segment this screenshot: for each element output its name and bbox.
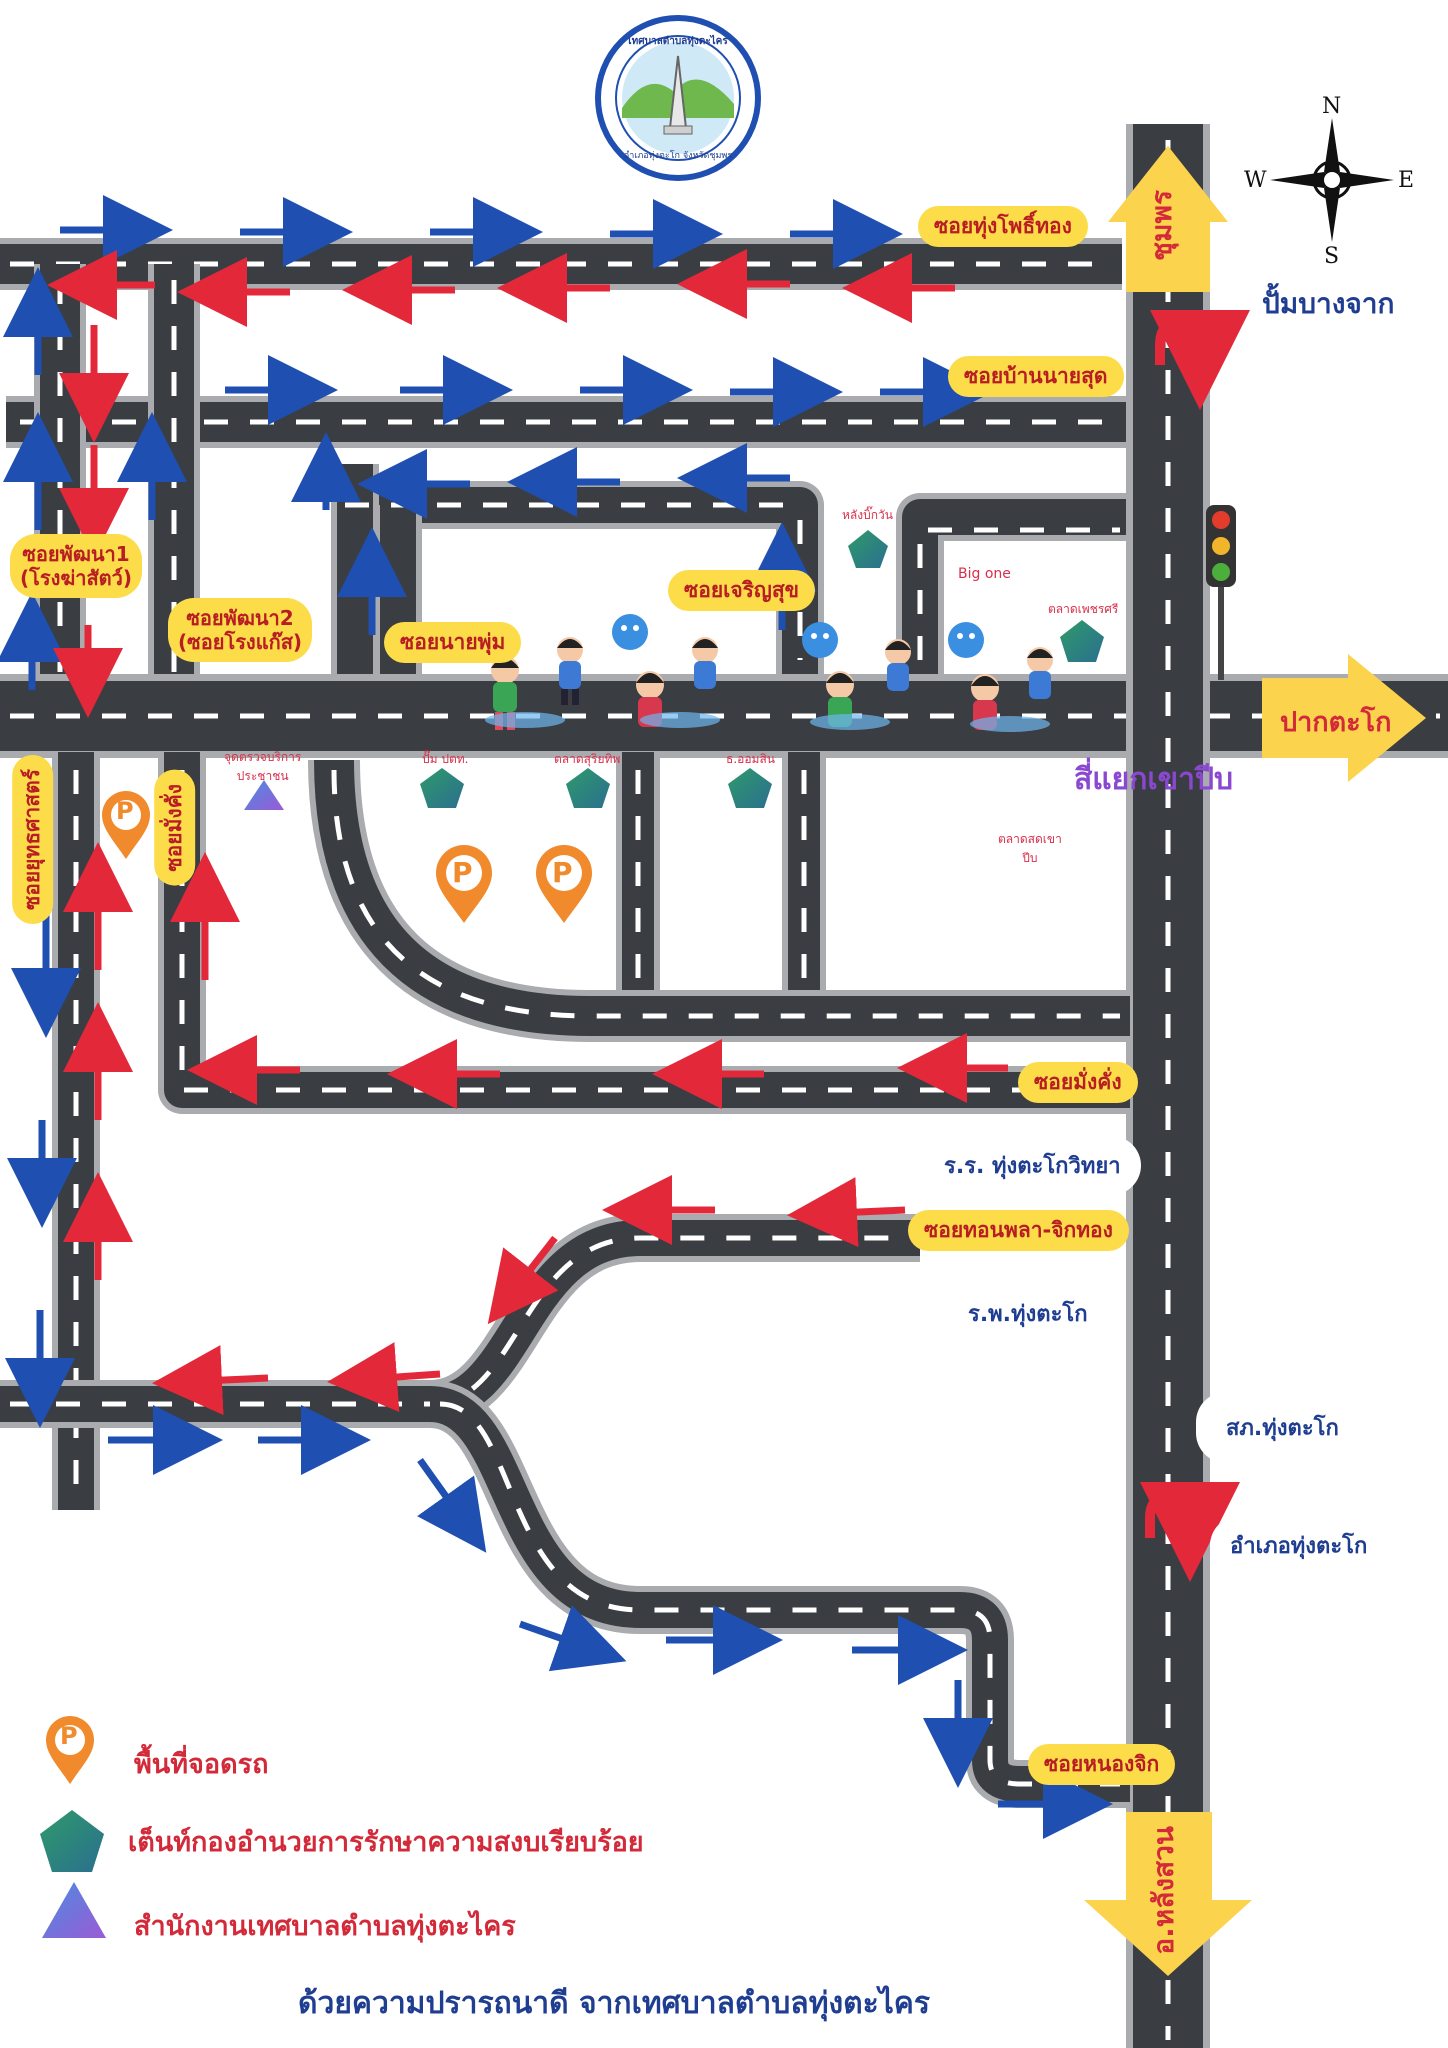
soi-ban-nai-sut-label: ซอยบ้านนายสุด xyxy=(948,356,1124,398)
office-marker-icon xyxy=(244,780,284,810)
parking-marker-icon xyxy=(436,845,492,923)
red-arrow xyxy=(787,1177,906,1248)
soi-phatthana1-line1: ซอยพัฒนา1 xyxy=(22,542,130,566)
legend-tent-text: เต็นท์กองอำนวยการรักษาความสงบเรียบร้อย xyxy=(128,1827,644,1858)
red-arrow xyxy=(152,1345,269,1416)
south-destination: อ.หลังสวน xyxy=(1147,1826,1180,1955)
checkpoint-label: จุดตรวจบริการ ประชาชน xyxy=(224,748,301,786)
tent-marker-icon xyxy=(420,768,464,808)
tent-marker-icon xyxy=(848,530,888,568)
district-label-bg: อำเภอทุ่งตะโก xyxy=(1210,1516,1388,1575)
soi-nai-phum-label: ซอยนายพุ่ม xyxy=(384,622,522,664)
intersection-name: สี่แยกเขาปีบ xyxy=(1074,762,1234,797)
legend-parking-letter: P xyxy=(60,1722,78,1750)
red-arrow xyxy=(327,1342,441,1412)
soi-phatthana2-label: ซอยพัฒนา2 (ซอยโรงแก๊ส) xyxy=(168,598,313,662)
compass-n: N xyxy=(1322,94,1342,119)
logo-top-text: เทศบาลตำบลทุ่งตะไคร xyxy=(628,36,728,47)
blue-direction-arrows xyxy=(0,195,1113,1839)
parking-marker-icon xyxy=(102,791,150,859)
legend-office-icon xyxy=(42,1882,106,1938)
fresh-market-line1: ตลาดสดเขา xyxy=(998,832,1062,846)
logo-bottom-text: อำเภอทุ่งตะโก จังหวัดชุมพร xyxy=(623,151,733,161)
soi-thung-pho-thong-label: ซอยทุ่งโพธิ์ทอง xyxy=(918,206,1088,248)
east-direction-arrow xyxy=(1262,654,1426,782)
compass-s: S xyxy=(1324,244,1340,269)
parking-letter: P xyxy=(552,856,573,889)
north-destination: ชุมพร xyxy=(1145,190,1178,261)
big-one-label: Big one xyxy=(958,566,1011,582)
checkpoint-line1: จุดตรวจบริการ xyxy=(224,750,302,764)
u-turn-icon xyxy=(1140,1482,1240,1582)
hospital-label: ร.พ.ทุ่งตะโก xyxy=(968,1302,1088,1327)
behind-bigc-label: หลังบิ๊กวัน xyxy=(842,508,893,522)
soi-phatthana1-line2: (โรงฆ่าสัตว์) xyxy=(20,566,133,590)
ptt-label: ปั๊ม ปตท. xyxy=(422,752,469,766)
blue-arrow xyxy=(518,1605,627,1672)
tent-marker-icon xyxy=(728,768,772,808)
soi-nong-chik-label: ซอยหนองจิก xyxy=(1028,1744,1176,1786)
blue-arrow xyxy=(417,1457,487,1553)
red-arrow xyxy=(487,1235,559,1325)
legend-parking-icon xyxy=(46,1716,94,1784)
soi-charoen-suk-label: ซอยเจริญสุข xyxy=(668,570,815,612)
police-label: สภ.ทุ่งตะโก xyxy=(1226,1416,1339,1441)
parking-letter: P xyxy=(452,856,473,889)
south-direction-arrow xyxy=(1084,1812,1252,1976)
traffic-light-icon xyxy=(1206,505,1236,680)
police-label-bg: สภ.ทุ่งตะโก xyxy=(1196,1392,1369,1463)
tent-marker-icon xyxy=(1060,620,1104,662)
parking-letter: P xyxy=(116,797,134,825)
district-label: อำเภอทุ่งตะโก xyxy=(1230,1534,1368,1559)
fresh-market-line2: ปีบ xyxy=(1022,851,1038,865)
east-destination: ปากตะโก xyxy=(1280,707,1392,738)
fresh-market-label: ตลาดสดเขา ปีบ xyxy=(998,830,1062,868)
hospital-label-bg: ร.พ.ทุ่งตะโก xyxy=(948,1284,1108,1343)
north-subtitle: ปั้มบางจาก xyxy=(1262,287,1395,320)
north-direction-arrow xyxy=(1108,146,1228,292)
soi-phatthana2-line2: (ซอยโรงแก๊ส) xyxy=(178,630,303,654)
legend-office-text: สำนักงานเทศบาลตำบลทุ่งตะไคร xyxy=(134,1911,516,1942)
checkpoint-line2: ประชาชน xyxy=(236,769,289,783)
soi-phatthana2-line1: ซอยพัฒนา2 xyxy=(186,606,294,630)
u-turn-icon xyxy=(1150,310,1250,410)
school-label: ร.ร. ทุ่งตะโกวิทยา xyxy=(944,1154,1121,1179)
red-direction-arrows xyxy=(47,249,1008,1416)
parking-marker-icon xyxy=(536,845,592,923)
soi-yutthasat-label: ซอยยุทธศาสตร์ xyxy=(12,755,54,924)
compass-rose-icon xyxy=(1270,118,1394,242)
school-label-bg: ร.ร. ทุ่งตะโกวิทยา xyxy=(924,1136,1141,1195)
legend-tent-icon xyxy=(40,1810,104,1872)
tent-marker-icon xyxy=(566,768,610,808)
soi-phatthana1-label: ซอยพัฒนา1 (โรงฆ่าสัตว์) xyxy=(10,534,143,598)
soi-mang-khang-vertical-label: ซอยมั่งคั่ง xyxy=(154,770,196,886)
soi-mang-khang-label: ซอยมั่งคั่ง xyxy=(1018,1062,1138,1104)
compass-e: E xyxy=(1398,168,1415,193)
songkran-kids-illustration xyxy=(485,614,1053,732)
soi-thon-phla-label: ซอยทอนพลา-จิกทอง xyxy=(908,1210,1129,1252)
municipality-logo xyxy=(595,15,761,181)
legend-parking-text: พื้นที่จอดรถ xyxy=(134,1749,269,1780)
omsin-bank-label: ธ.ออมสิน xyxy=(726,752,775,766)
footer-message: ด้วยความปรารถนาดี จากเทศบาลตำบลทุ่งตะไคร xyxy=(298,1986,930,2021)
phet-market-label: ตลาดเพชรศรี xyxy=(1048,602,1119,616)
compass-w: W xyxy=(1244,168,1267,193)
sun-market-label: ตลาดสุริยทิพ xyxy=(554,752,621,766)
